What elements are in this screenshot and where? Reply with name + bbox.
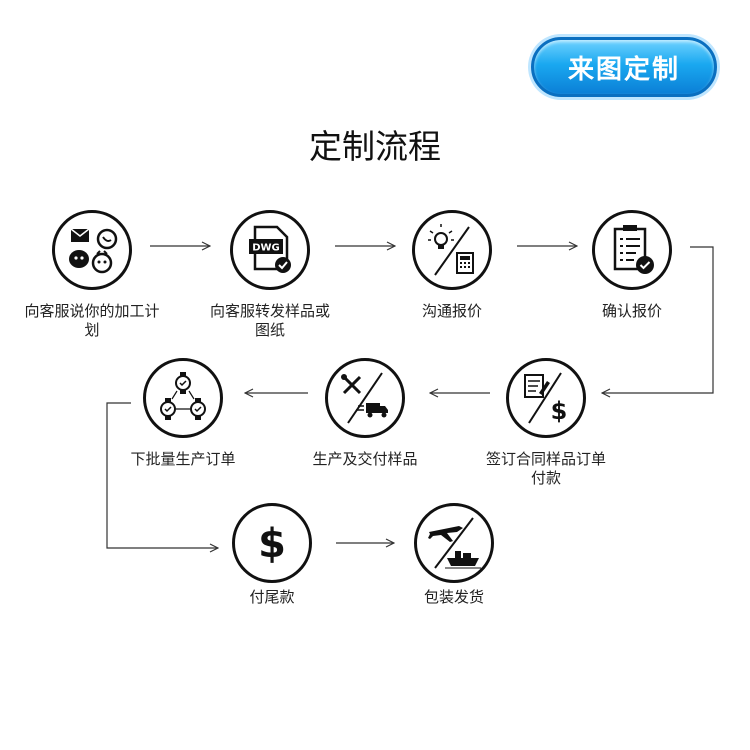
step-7-label: 下批量生产订单	[130, 450, 236, 468]
step-6-circle	[325, 358, 405, 438]
step-2-label: 向客服转发样品或图纸	[209, 302, 330, 339]
idea-calculator-icon	[428, 224, 474, 276]
step-7-circle	[143, 358, 223, 438]
step-1-circle	[52, 210, 132, 290]
step-6-label: 生产及交付样品	[312, 450, 418, 468]
page-title: 定制流程	[309, 127, 441, 166]
dollar-icon: $	[258, 521, 286, 567]
step-9-label: 包装发货	[423, 588, 484, 606]
custom-order-button[interactable]: 来图定制	[531, 37, 717, 97]
svg-text:$: $	[258, 521, 286, 567]
plane-ship-icon	[428, 517, 481, 569]
step-3-circle	[412, 210, 492, 290]
arrow-7-8	[106, 402, 218, 548]
svg-text:$: $	[551, 397, 568, 425]
svg-text:DWG: DWG	[252, 243, 280, 254]
step-5-label: 签订合同样品订单付款	[485, 450, 606, 487]
arrow-4-5	[602, 246, 714, 393]
step-4-circle	[592, 210, 672, 290]
step-9-circle	[414, 503, 494, 583]
clipboard-check-icon	[613, 225, 654, 274]
tools-delivery-icon	[341, 372, 388, 424]
step-5-circle: $	[506, 358, 586, 438]
step-2-circle: DWG	[230, 210, 310, 290]
chat-apps-icon	[69, 228, 118, 274]
step-3-label: 沟通报价	[421, 302, 482, 320]
step-8-label: 付尾款	[249, 588, 295, 606]
dwg-file-icon: DWG	[249, 225, 291, 273]
step-8-circle: $	[232, 503, 312, 583]
step-1-label: 向客服说你的加工计划	[24, 302, 160, 339]
contract-payment-icon: $	[524, 372, 568, 425]
batch-production-icon	[160, 372, 206, 420]
step-4-label: 确认报价	[601, 302, 662, 320]
